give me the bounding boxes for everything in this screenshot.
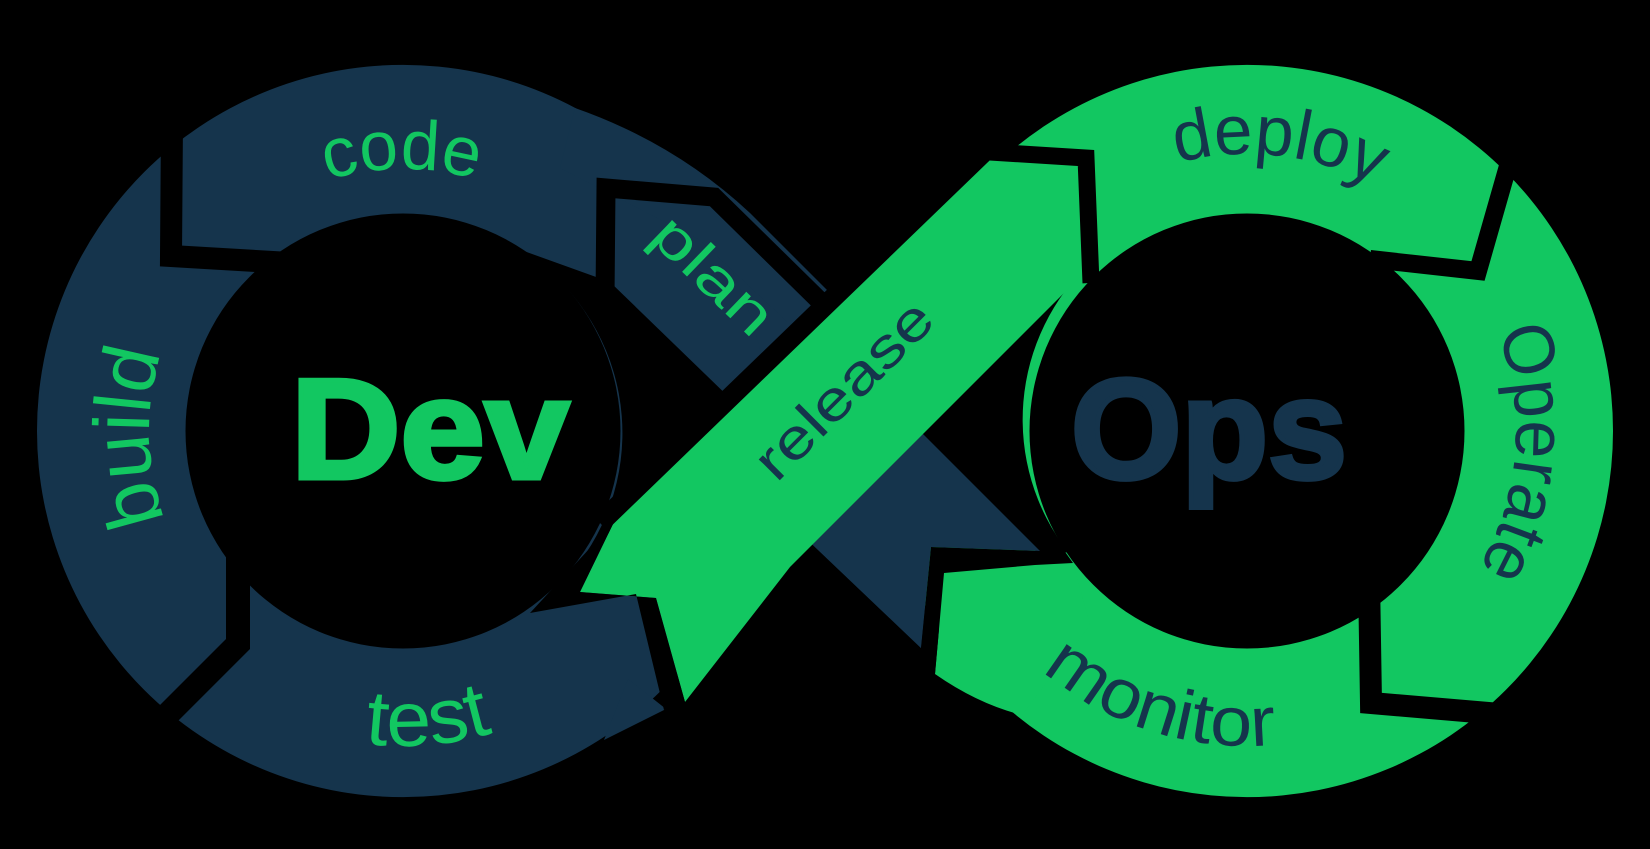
svg-text:Dev: Dev (291, 350, 569, 509)
svg-text:Ops: Ops (1071, 350, 1347, 509)
svg-text:build: build (76, 337, 180, 540)
svg-text:test: test (363, 664, 498, 763)
